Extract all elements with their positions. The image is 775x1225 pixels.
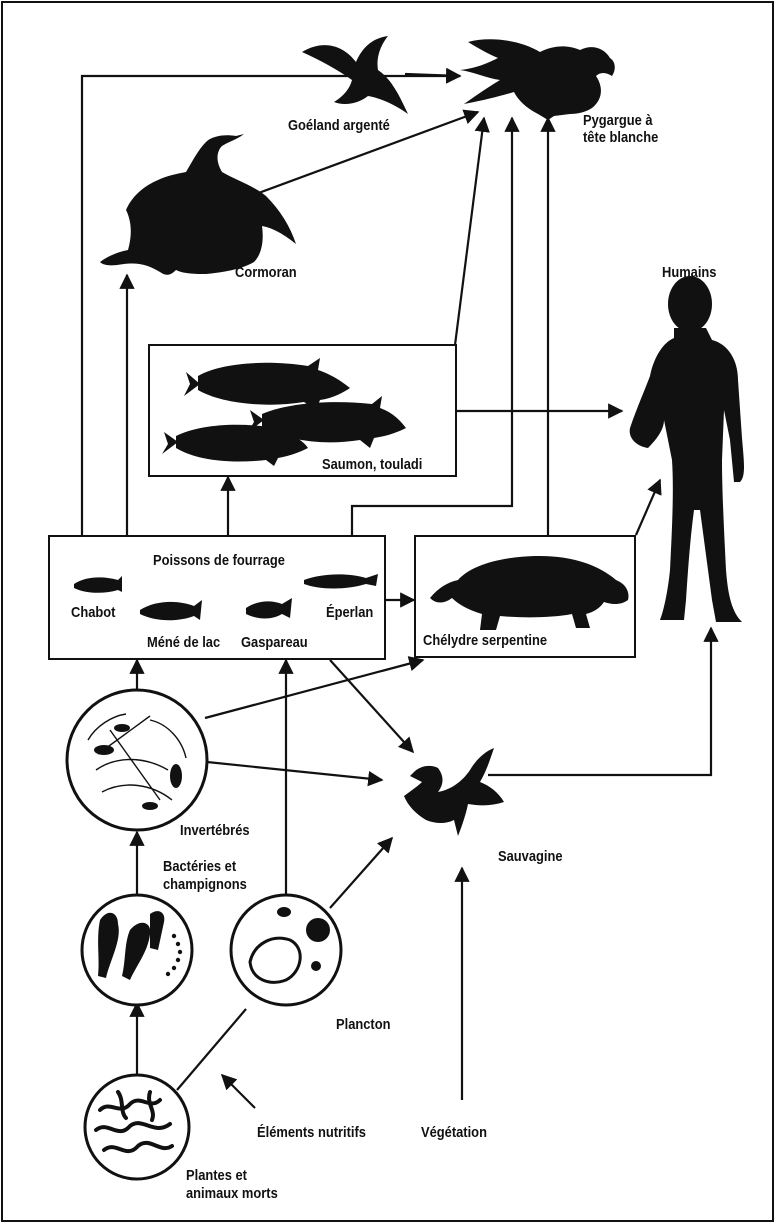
cormoran-silhouette [100, 134, 296, 275]
bacteries-label-line2: champignons [163, 876, 247, 893]
pygargue-label-line1: Pygargue à [583, 112, 653, 129]
elements-label: Éléments nutritifs [257, 1124, 366, 1141]
invertebres-circle [67, 690, 207, 830]
plantes-circle [85, 1075, 189, 1179]
cormoran-label: Cormoran [235, 264, 297, 281]
humains-label: Humains [662, 264, 716, 281]
arrow-plancton-to-sauvagine [330, 838, 392, 908]
link-plantes-to-plancton [177, 1009, 246, 1090]
sauvagine-silhouette [404, 748, 504, 836]
pygargue-label-line2: tête blanche [583, 129, 658, 146]
arrow-saumon-to-pygargue [455, 118, 484, 345]
sauvagine-label: Sauvagine [498, 848, 563, 865]
gaspareau-label: Gaspareau [241, 634, 308, 651]
arrow-invertebres-to-sauvagine [207, 762, 382, 780]
eperlan-label: Éperlan [326, 604, 373, 621]
invertebres-label: Invertébrés [180, 822, 250, 839]
saumon-label: Saumon, touladi [322, 456, 422, 473]
fourrage-title-label: Poissons de fourrage [153, 552, 285, 569]
bacteries-circle [82, 895, 192, 1005]
arrow-invertebres-to-chelydre [205, 660, 423, 718]
chelydre-label: Chélydre serpentine [423, 632, 547, 649]
plantes-label-line2: animaux morts [186, 1185, 278, 1202]
plancton-circle [231, 895, 341, 1005]
mene-label: Méné de lac [147, 634, 220, 651]
plantes-label-line1: Plantes et [186, 1167, 247, 1184]
human-silhouette [630, 276, 744, 622]
arrow-elements-to-plancton [222, 1075, 255, 1108]
vegetation-label: Végétation [421, 1124, 487, 1141]
plancton-label: Plancton [336, 1016, 390, 1033]
pygargue-silhouette [460, 39, 615, 120]
bacteries-label-line1: Bactéries et [163, 858, 236, 875]
goeland-label: Goéland argenté [288, 117, 390, 134]
chabot-label: Chabot [71, 604, 115, 621]
arrow-chelydre-to-humains [636, 480, 660, 535]
